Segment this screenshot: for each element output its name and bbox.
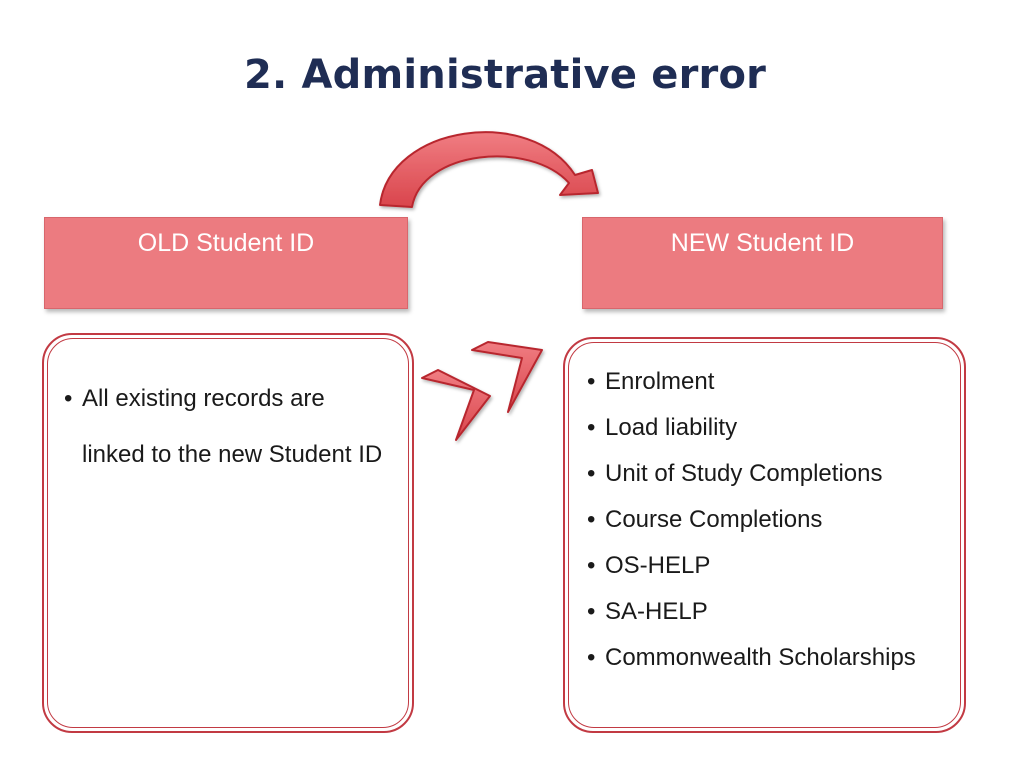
- list-item-text: All existing records are linked to the n…: [82, 385, 383, 468]
- curved-arrow-icon: [379, 131, 599, 208]
- slide-title: 2. Administrative error: [243, 52, 767, 98]
- bullet-icon: •: [587, 460, 596, 487]
- list-item-text: Load liability: [605, 414, 738, 441]
- list-item-text: OS-HELP: [605, 552, 711, 579]
- list-item: • Unit of Study Completions: [587, 455, 957, 492]
- bullet-icon: •: [587, 552, 596, 579]
- list-item-text: Commonwealth Scholarships: [605, 644, 916, 671]
- bullet-icon: •: [587, 644, 596, 671]
- new-records-list: • Enrolment • Load liability • Unit of S…: [587, 363, 957, 685]
- list-item: • Commonwealth Scholarships: [587, 639, 957, 676]
- list-item-text: SA-HELP: [605, 598, 708, 625]
- bullet-icon: •: [587, 368, 596, 395]
- list-item-text: Unit of Study Completions: [605, 460, 883, 487]
- old-records-list: • All existing records are linked to the…: [64, 371, 394, 483]
- list-item-text: Course Completions: [605, 506, 823, 533]
- list-item-text: Enrolment: [605, 368, 715, 395]
- list-item: • All existing records are linked to the…: [64, 371, 394, 483]
- bullet-icon: •: [64, 385, 73, 412]
- new-records-panel: • Enrolment • Load liability • Unit of S…: [563, 337, 966, 733]
- list-item: • SA-HELP: [587, 593, 957, 630]
- old-student-id-box: OLD Student ID: [44, 217, 408, 309]
- bullet-icon: •: [587, 414, 596, 441]
- old-records-panel: • All existing records are linked to the…: [42, 333, 414, 733]
- double-chevron-icon: [421, 341, 543, 441]
- list-item: • Load liability: [587, 409, 957, 446]
- list-item: • Course Completions: [587, 501, 957, 538]
- old-student-id-label: OLD Student ID: [137, 229, 315, 257]
- bullet-icon: •: [587, 506, 596, 533]
- new-student-id-label: NEW Student ID: [670, 229, 855, 257]
- new-student-id-box: NEW Student ID: [582, 217, 943, 309]
- bullet-icon: •: [587, 598, 596, 625]
- list-item: • OS-HELP: [587, 547, 957, 584]
- list-item: • Enrolment: [587, 363, 957, 400]
